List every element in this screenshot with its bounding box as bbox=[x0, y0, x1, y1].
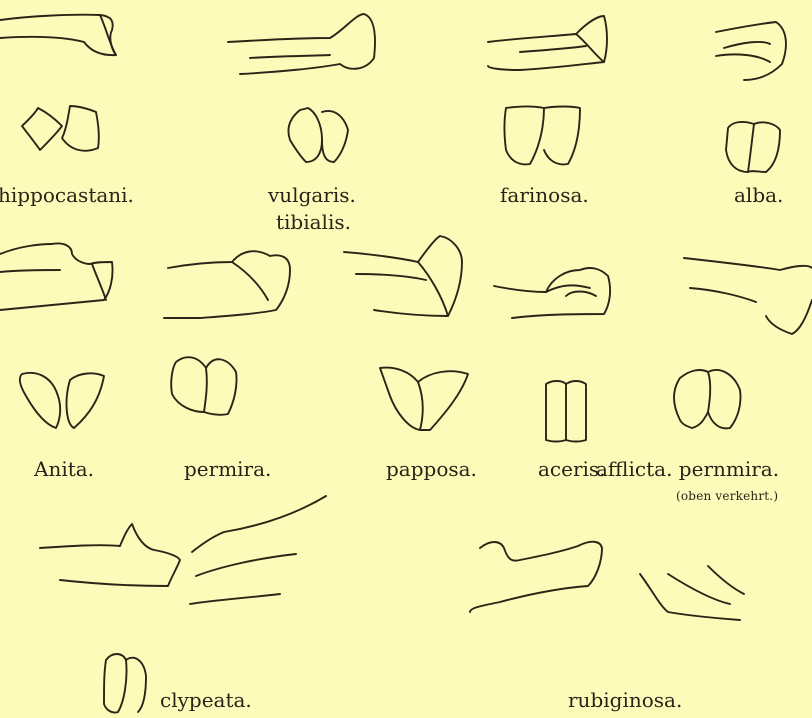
papposa-side-drawing bbox=[344, 236, 462, 316]
permira-front-drawing bbox=[171, 357, 236, 415]
vulgaris-label: vulgaris. bbox=[268, 185, 356, 205]
afflicta-front-drawing bbox=[674, 370, 741, 428]
clypeata-side-drawing bbox=[40, 496, 326, 604]
farinosa-label: farinosa. bbox=[500, 185, 589, 205]
papposa-front-drawing bbox=[380, 368, 468, 430]
tibialis-label: tibialis. bbox=[276, 212, 351, 232]
anita-front-drawing bbox=[20, 373, 104, 428]
permira-label: permira. bbox=[184, 459, 271, 479]
permira-side-drawing bbox=[164, 251, 290, 318]
afflicta-side-drawing bbox=[684, 258, 812, 334]
papposa-label: papposa. bbox=[386, 459, 477, 479]
anita-side-drawing bbox=[0, 243, 113, 310]
aceris-side-drawing bbox=[494, 268, 610, 318]
aceris-front-drawing bbox=[546, 381, 586, 442]
vulgaris-side-drawing bbox=[228, 14, 375, 74]
afflicta-label: afflicta. pernmira. bbox=[596, 459, 779, 479]
alba-side-drawing bbox=[716, 22, 786, 80]
anita-label: Anita. bbox=[34, 459, 94, 479]
farinosa-front-drawing bbox=[505, 107, 581, 165]
rubiginosa-side-drawing bbox=[470, 542, 744, 620]
farinosa-side-drawing bbox=[488, 16, 607, 70]
hippocastani-label: hippocastani. bbox=[0, 185, 134, 205]
hippocastani-side-drawing bbox=[0, 15, 116, 55]
clypeata-label: clypeata. bbox=[160, 690, 252, 710]
hippocastani-front-drawing bbox=[22, 106, 99, 151]
rubiginosa-label: rubiginosa. bbox=[568, 690, 682, 710]
alba-label: alba. bbox=[734, 185, 783, 205]
clypeata-front-drawing bbox=[104, 654, 146, 713]
alba-front-drawing bbox=[726, 122, 780, 172]
reversed-note: (oben verkehrt.) bbox=[676, 490, 778, 502]
vulgaris-front-drawing bbox=[288, 108, 348, 162]
